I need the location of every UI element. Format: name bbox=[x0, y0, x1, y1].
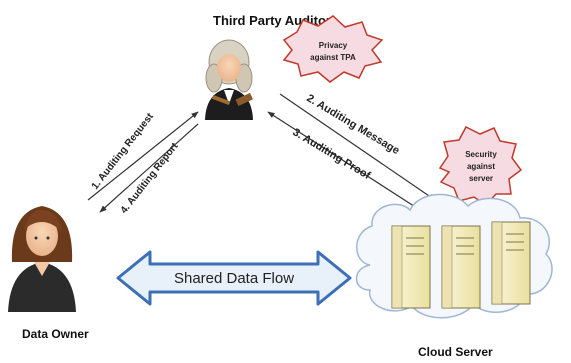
server-label: Cloud Server bbox=[418, 345, 493, 359]
proof-arrow bbox=[267, 111, 421, 211]
server-icon bbox=[491, 221, 531, 305]
servers-group bbox=[391, 221, 531, 309]
data-owner-person-icon bbox=[8, 206, 76, 312]
request-arrow bbox=[87, 111, 199, 201]
shared-flow-label: Shared Data Flow bbox=[174, 270, 294, 287]
privacy-badge: Privacy against TPA bbox=[282, 15, 384, 83]
security-badge-line3: server bbox=[469, 174, 493, 183]
security-badge-line2: against bbox=[467, 162, 495, 171]
auditor-judge-icon bbox=[205, 39, 253, 120]
report-arrow bbox=[99, 123, 199, 213]
message-arrow bbox=[279, 93, 436, 201]
owner-auditor-arrows bbox=[87, 111, 199, 213]
owner-label: Data Owner bbox=[22, 327, 89, 341]
security-badge: Security against server bbox=[438, 126, 523, 206]
privacy-badge-line1: Privacy bbox=[319, 41, 348, 50]
shared-data-flow-arrow bbox=[116, 250, 352, 306]
security-badge-line1: Security bbox=[465, 150, 497, 159]
server-icon bbox=[391, 225, 431, 309]
auditor-cloud-arrows bbox=[267, 93, 436, 211]
privacy-badge-line2: against TPA bbox=[310, 53, 356, 62]
server-icon bbox=[441, 225, 481, 309]
